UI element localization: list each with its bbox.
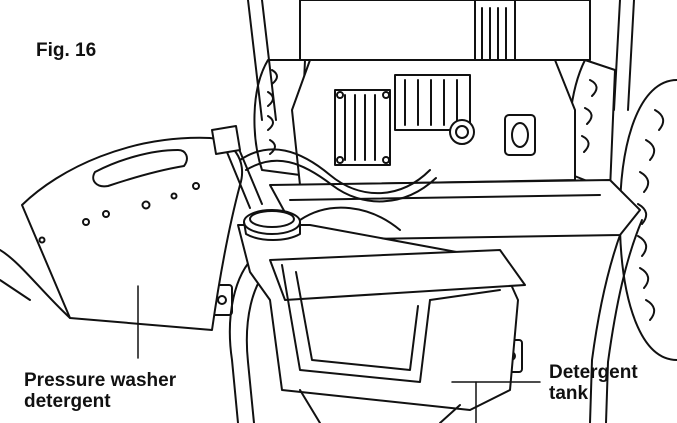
detergent-tank-callout-line2: tank xyxy=(549,383,589,405)
detergent-tank-drawing xyxy=(237,209,526,423)
left-wheel-drawing xyxy=(253,59,306,176)
figure-label: Fig. 16 xyxy=(36,40,97,61)
detergent-bottle-drawing xyxy=(0,125,263,331)
callout-leader-lines xyxy=(137,285,541,423)
pump-block-drawing xyxy=(291,0,591,186)
detergent-bottle-callout-line1: Pressure washer xyxy=(24,370,177,391)
detergent-tank-callout-line1: Detergent xyxy=(549,362,638,383)
base-deck-drawing xyxy=(269,179,641,241)
detergent-tank-callout: Detergent tank xyxy=(549,362,638,405)
hoses-drawing xyxy=(239,148,437,231)
detergent-bottle-callout: Pressure washer detergent xyxy=(24,370,176,413)
detergent-bottle-callout-line2: detergent xyxy=(24,391,111,413)
